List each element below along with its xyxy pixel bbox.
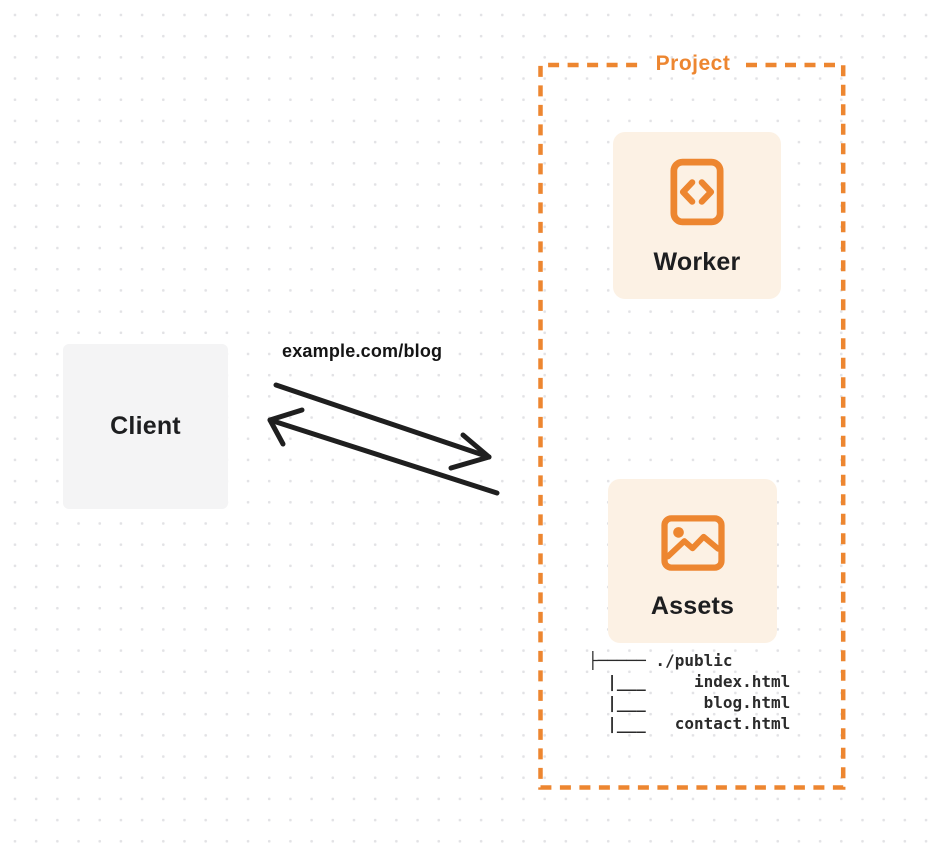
tree-line-contact: |___ contact.html [588,714,791,733]
client-label: Client [110,412,181,440]
assets-label: Assets [650,592,735,620]
request-url-label: example.com/blog [282,341,443,361]
client-node: Client [63,344,228,509]
request-arrow-icon [273,382,492,471]
file-tree: ├───── ./public |___ index.html |___ blo… [588,650,790,734]
worker-label: Worker [653,248,741,276]
project-label: Project [655,52,731,75]
worker-node: Worker [613,132,781,299]
code-icon [670,158,724,226]
image-icon [660,515,725,571]
assets-node: Assets [608,479,777,643]
tree-line-index: |___ index.html [588,672,791,691]
tree-line-blog: |___ blog.html [588,693,791,712]
tree-line-public: ├───── ./public [588,651,733,670]
response-arrow-icon [267,407,500,496]
